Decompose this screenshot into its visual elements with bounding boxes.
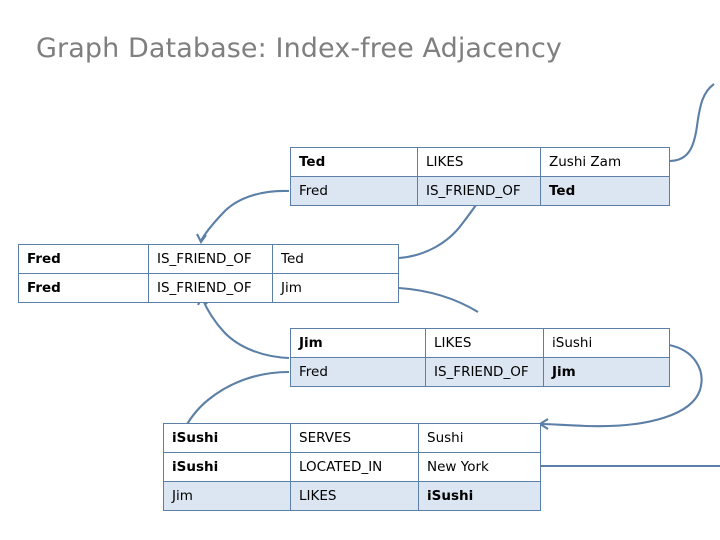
cell-subject: Fred [18, 244, 149, 274]
connector-friends-row1-out [398, 201, 479, 260]
relationship-table-jim: Jim LIKES iSushi Fred IS_FRIEND_OF Jim [290, 328, 670, 387]
table-row[interactable]: Jim LIKES iSushi [163, 481, 541, 511]
cell-subject: Fred [18, 273, 149, 303]
table-row[interactable]: Fred IS_FRIEND_OF Jim [18, 273, 399, 303]
relationship-table-fred: Fred IS_FRIEND_OF Ted Fred IS_FRIEND_OF … [18, 244, 399, 303]
cell-object: Jim [272, 273, 399, 303]
connector-friends-row2-out [398, 286, 479, 313]
table-row[interactable]: Fred IS_FRIEND_OF Ted [18, 244, 399, 274]
cell-predicate: LIKES [417, 147, 541, 177]
cell-subject: Ted [290, 147, 418, 177]
cell-predicate: LIKES [425, 328, 544, 358]
cell-subject: Fred [290, 357, 426, 387]
table-row[interactable]: iSushi SERVES Sushi [163, 423, 541, 453]
connector-ted-likes-out [668, 83, 715, 163]
connector-jim-to-friends [201, 297, 290, 360]
cell-object: Sushi [418, 423, 541, 453]
cell-object: Ted [540, 176, 670, 206]
cell-object: iSushi [418, 481, 541, 511]
cell-object: Zushi Zam [540, 147, 670, 177]
cell-subject: Fred [290, 176, 418, 206]
table-row[interactable]: Fred IS_FRIEND_OF Ted [290, 176, 670, 206]
cell-predicate: IS_FRIEND_OF [148, 244, 273, 274]
relationship-table-isushi: iSushi SERVES Sushi iSushi LOCATED_IN Ne… [163, 423, 541, 511]
table-row[interactable]: Fred IS_FRIEND_OF Jim [290, 357, 670, 387]
connector-arrowhead-friends-top [196, 233, 207, 245]
table-row[interactable]: Jim LIKES iSushi [290, 328, 670, 358]
cell-predicate: LOCATED_IN [290, 452, 419, 482]
cell-subject: Jim [163, 481, 291, 511]
cell-subject: iSushi [163, 423, 291, 453]
relationship-table-ted: Ted LIKES Zushi Zam Fred IS_FRIEND_OF Te… [290, 147, 670, 206]
cell-object: New York [418, 452, 541, 482]
cell-predicate: IS_FRIEND_OF [425, 357, 544, 387]
cell-object: Ted [272, 244, 399, 274]
cell-predicate: SERVES [290, 423, 419, 453]
connector-arrowhead-isushi [538, 418, 549, 430]
cell-subject: iSushi [163, 452, 291, 482]
table-row[interactable]: Ted LIKES Zushi Zam [290, 147, 670, 177]
table-row[interactable]: iSushi LOCATED_IN New York [163, 452, 541, 482]
cell-predicate: IS_FRIEND_OF [417, 176, 541, 206]
cell-object: Jim [543, 357, 670, 387]
connector-fred-to-friends [200, 189, 290, 242]
page-title: Graph Database: Index-free Adjacency [36, 33, 562, 64]
cell-object: iSushi [543, 328, 670, 358]
cell-subject: Jim [290, 328, 426, 358]
cell-predicate: LIKES [290, 481, 419, 511]
cell-predicate: IS_FRIEND_OF [148, 273, 273, 303]
